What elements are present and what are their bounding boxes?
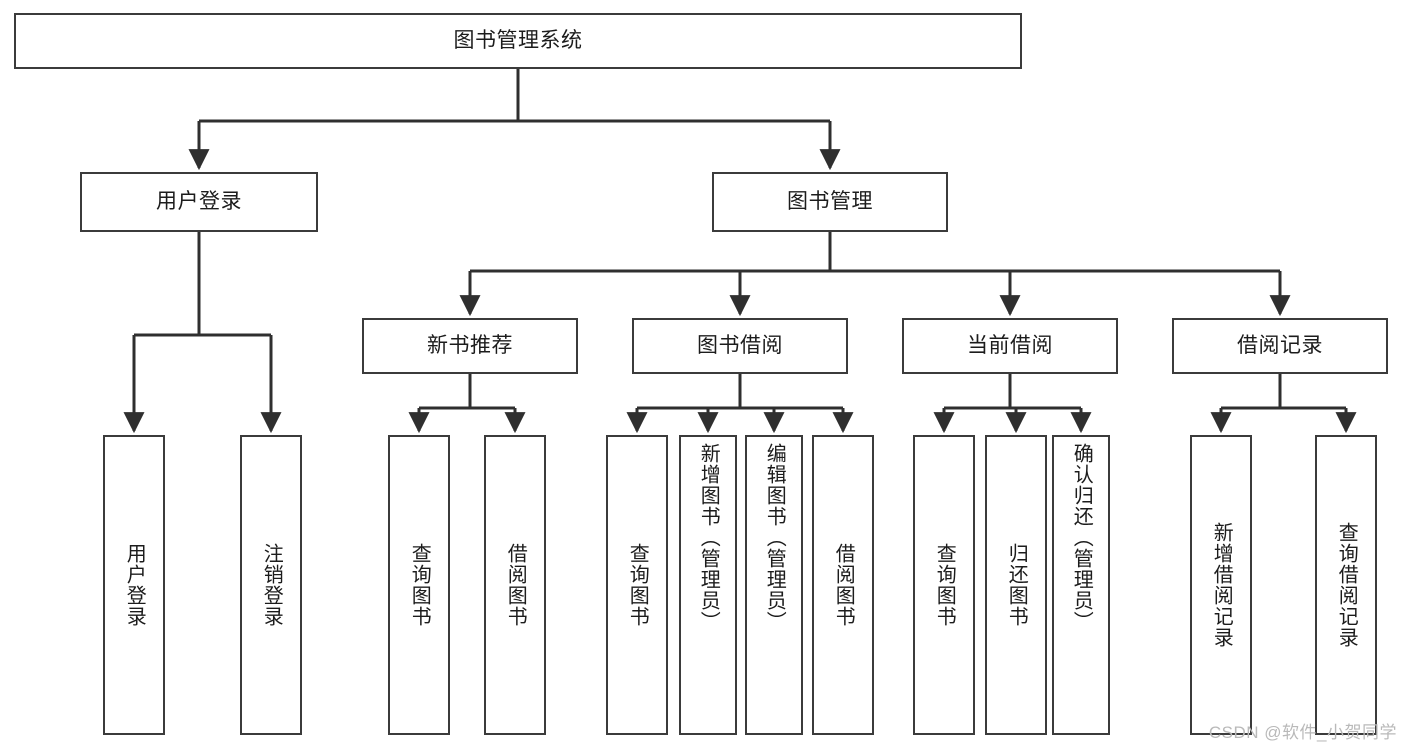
node-leaf-user-login[interactable]: 用户登录 <box>103 435 165 735</box>
watermark: CSDN @软件_小贺同学 <box>1208 723 1397 742</box>
node-user-login-label: 用户登录 <box>156 189 242 213</box>
node-leaf-logout[interactable]: 注销登录 <box>240 435 302 735</box>
node-leaf-query-borrow-record-label: 查询借阅记录 <box>1335 522 1358 648</box>
node-leaf-borrow-book[interactable]: 借阅图书 <box>812 435 874 735</box>
node-borrow-records-label: 借阅记录 <box>1237 333 1323 357</box>
node-current-borrow-label: 当前借阅 <box>967 333 1053 357</box>
node-current-borrow[interactable]: 当前借阅 <box>902 318 1118 374</box>
node-leaf-return-book[interactable]: 归还图书 <box>985 435 1047 735</box>
node-leaf-confirm-return-admin-label: 确认归还（管理员） <box>1070 443 1093 632</box>
node-book-management-label: 图书管理 <box>787 189 873 213</box>
node-leaf-query-book-current-label: 查询图书 <box>933 543 956 627</box>
node-leaf-query-borrow-record[interactable]: 查询借阅记录 <box>1315 435 1377 735</box>
node-leaf-add-borrow-record[interactable]: 新增借阅记录 <box>1190 435 1252 735</box>
node-leaf-query-book-newbook[interactable]: 查询图书 <box>388 435 450 735</box>
node-leaf-borrow-book-label: 借阅图书 <box>832 543 855 627</box>
node-leaf-borrow-book-newbook[interactable]: 借阅图书 <box>484 435 546 735</box>
node-new-book-recommend-label: 新书推荐 <box>427 333 513 357</box>
node-root-label: 图书管理系统 <box>453 28 583 52</box>
node-borrow-records[interactable]: 借阅记录 <box>1172 318 1388 374</box>
node-leaf-query-book-current[interactable]: 查询图书 <box>913 435 975 735</box>
node-leaf-add-book-admin[interactable]: 新增图书（管理员） <box>679 435 737 735</box>
node-book-borrow[interactable]: 图书借阅 <box>632 318 848 374</box>
node-new-book-recommend[interactable]: 新书推荐 <box>362 318 578 374</box>
node-leaf-borrow-book-newbook-label: 借阅图书 <box>504 543 527 627</box>
node-leaf-edit-book-admin-label: 编辑图书（管理员） <box>763 443 786 632</box>
node-book-borrow-label: 图书借阅 <box>697 333 783 357</box>
node-leaf-edit-book-admin[interactable]: 编辑图书（管理员） <box>745 435 803 735</box>
node-leaf-confirm-return-admin[interactable]: 确认归还（管理员） <box>1052 435 1110 735</box>
node-book-management[interactable]: 图书管理 <box>712 172 948 232</box>
node-leaf-query-book-newbook-label: 查询图书 <box>408 543 431 627</box>
node-leaf-add-borrow-record-label: 新增借阅记录 <box>1210 522 1233 648</box>
node-user-login[interactable]: 用户登录 <box>80 172 318 232</box>
node-leaf-query-book-borrow-label: 查询图书 <box>626 543 649 627</box>
node-leaf-add-book-admin-label: 新增图书（管理员） <box>697 443 720 632</box>
node-leaf-logout-label: 注销登录 <box>260 543 283 627</box>
node-root[interactable]: 图书管理系统 <box>14 13 1022 69</box>
node-leaf-return-book-label: 归还图书 <box>1005 543 1028 627</box>
node-leaf-query-book-borrow[interactable]: 查询图书 <box>606 435 668 735</box>
node-leaf-user-login-label: 用户登录 <box>123 543 146 627</box>
